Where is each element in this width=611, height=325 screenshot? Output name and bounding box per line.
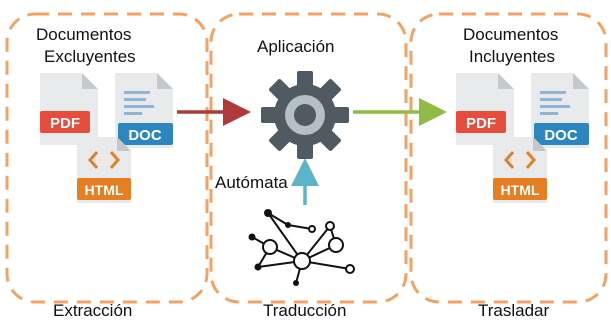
html-badge-label: HTML	[501, 182, 540, 198]
gear-icon	[259, 69, 351, 166]
doc-badge-label: DOC	[544, 127, 578, 144]
html-file-icon: HTML	[493, 137, 551, 208]
extraction-title-line-2: Excluyentes	[44, 47, 136, 66]
pdf-file-icon: PDF	[456, 73, 518, 150]
pdf-file-icon: PDF	[40, 73, 102, 150]
pdf-badge-label: PDF	[50, 115, 80, 132]
extraction-title-line-1: Documentos	[36, 25, 132, 44]
panel-extraction-border	[5, 12, 209, 304]
html-file-icon: HTML	[77, 137, 135, 208]
html-badge-label: HTML	[85, 182, 124, 198]
automaton-label: Autómata	[215, 173, 288, 192]
translation-caption: Traducción	[263, 301, 347, 320]
panel-translation-border	[209, 12, 408, 304]
transfer-title-line-2: Incluyentes	[469, 47, 555, 66]
translation-title: Aplicación	[257, 37, 335, 56]
doc-badge-label: DOC	[128, 127, 162, 144]
pdf-badge-label: PDF	[466, 115, 496, 132]
doc-file-icon: DOC	[531, 73, 593, 153]
network-graph-icon	[244, 203, 360, 292]
extraction-caption: Extracción	[53, 301, 133, 320]
transfer-title-line-1: Documentos	[463, 25, 559, 44]
transfer-caption: Trasladar	[478, 301, 550, 320]
doc-file-icon: DOC	[115, 73, 177, 153]
panel-transfer-border	[409, 12, 608, 304]
